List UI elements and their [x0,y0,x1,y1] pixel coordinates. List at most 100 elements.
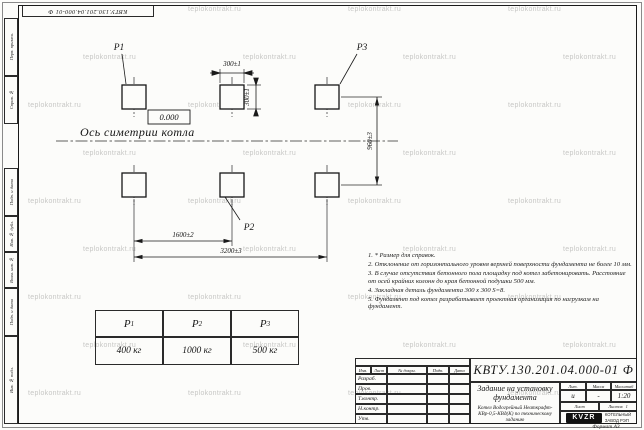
note-item: 2. Отклонение от горизонтального уровня … [368,260,632,268]
format-label: Формат А3 [592,424,620,430]
title-block-doc-number: КВТУ.130.201.04.000-01 Ф [470,358,637,382]
row-utv-date [449,414,470,424]
watermark-text: teplokontrakt.ru [83,342,137,349]
logo-caption-line1: КОТЕЛЬНЫЙ [604,412,632,418]
note-item: 3. В случае отсутствия бетонного пола пл… [368,269,626,285]
dim-pad-width: 300±1 [222,60,241,68]
row-label-prov: Пров. [355,384,387,394]
foundation-pad [219,172,245,198]
elevation-value: 0.000 [159,112,179,122]
watermark-text: teplokontrakt.ru [348,6,402,13]
row-nkontr-sign [427,404,449,414]
foundation-pad [314,84,340,110]
symmetry-axis-label: Ось симетрии котла [80,125,195,139]
load-value-p1: 400 кг [95,337,163,365]
logo-caption: КОТЕЛЬНЫЙ ЗАВОД РЭП [605,412,631,422]
row-utv-name [387,414,427,424]
dim-total-length: 3200±3 [219,247,242,255]
watermark-text: teplokontrakt.ru [188,102,242,109]
foundation-pads [121,84,340,198]
lit-header: Лит. [560,382,586,390]
load-point-p2-label: Р2 [243,223,255,233]
row-label-utv: Утв. [355,414,387,424]
row-prov-name [387,384,427,394]
company-logo-cell: KVZR КОТЕЛЬНЫЙ ЗАВОД РЭП [560,411,637,424]
header-subscript: 1 [130,319,135,328]
watermark-text: teplokontrakt.ru [508,294,562,301]
lit-value: и [560,390,586,402]
row-label-tkontr: Т.контр. [355,394,387,404]
dimension-lines [134,70,380,260]
load-value-p2: 1000 кг [163,337,231,365]
margin-cell-vzam-inv: Взам. инв. № [4,252,18,288]
watermark-text: teplokontrakt.ru [188,6,242,13]
row-label-nkontr: Н.контр. [355,404,387,414]
col-header-sign: Подп. [427,366,449,374]
watermark-text: teplokontrakt.ru [508,102,562,109]
margin-cell-inv-podl: Инв. № подл. [4,336,18,424]
watermark-text: teplokontrakt.ru [28,102,82,109]
row-nkontr-date [449,404,470,414]
mass-header: Масса [586,382,611,390]
title-block-change-row [355,358,470,366]
row-nkontr-name [387,404,427,414]
header-subscript: 3 [266,319,271,328]
col-header-doc: № докум. [387,366,427,374]
sheets-cell: Листов 1 [599,402,637,411]
dim-col-spacing: 1600±2 [172,231,194,239]
header-symbol: Р [259,317,267,330]
watermark-text: teplokontrakt.ru [188,390,242,397]
col-header-date: Дата [449,366,470,374]
leader-lines [121,53,358,221]
watermark-text: teplokontrakt.ru [403,342,457,349]
row-razrab-name [387,374,427,384]
margin-cell-sprav-no: Справ. № [4,76,18,124]
dim-pad-height: 300±1 [243,88,251,107]
watermark-text: teplokontrakt.ru [188,198,242,205]
watermark-text: teplokontrakt.ru [243,150,297,157]
watermark-text: teplokontrakt.ru [348,294,402,301]
watermark-text: teplokontrakt.ru [188,294,242,301]
watermark-text: teplokontrakt.ru [403,246,457,253]
watermark-text: teplokontrakt.ru [508,198,562,205]
watermark-text: teplokontrakt.ru [563,342,617,349]
watermark-text: teplokontrakt.ru [563,246,617,253]
watermark-text: teplokontrakt.ru [348,102,402,109]
sheet-label: Лист [560,402,599,411]
watermark-text: teplokontrakt.ru [348,198,402,205]
margin-cell-inv-dubl: Инв. № дубл. [4,216,18,252]
drawing-title: Задание на установку фундамента [477,384,553,402]
load-value-p3: 500 кг [231,337,299,365]
elevation-mark-box [147,109,191,125]
foundation-pad [121,172,147,198]
row-tkontr-name [387,394,427,404]
watermark-text: teplokontrakt.ru [243,54,297,61]
watermark-text: teplokontrakt.ru [403,54,457,61]
note-item: 5. Фундамент под котел разрабатывает про… [368,295,599,311]
col-header-izm: Изм. [355,366,371,374]
note-item: 1. * Размер для справок. [368,252,436,259]
margin-cell-podp-data-1: Подп. и дата [4,168,18,216]
watermark-text: teplokontrakt.ru [28,198,82,205]
watermark-text: teplokontrakt.ru [28,294,82,301]
watermark-text: teplokontrakt.ru [83,150,137,157]
watermark-text: teplokontrakt.ru [83,54,137,61]
logo-caption-line2: ЗАВОД РЭП [604,417,629,423]
note-item: 4. Закладная деталь фундамента 300 х 300… [368,286,505,294]
title-block-name-cell: Задание на установку фундамента Котел Во… [470,382,560,424]
watermark-text: teplokontrakt.ru [243,342,297,349]
header-symbol: Р [191,317,199,330]
margin-cell-podp-data-2: Подп. и дата [4,288,18,336]
kvzr-logo: KVZR [565,412,602,423]
watermark-text: teplokontrakt.ru [28,390,82,397]
row-razrab-sign [427,374,449,384]
foundation-pad [314,172,340,198]
watermark-text: teplokontrakt.ru [563,150,617,157]
watermark-text: teplokontrakt.ru [563,54,617,61]
watermark-text: teplokontrakt.ru [243,246,297,253]
